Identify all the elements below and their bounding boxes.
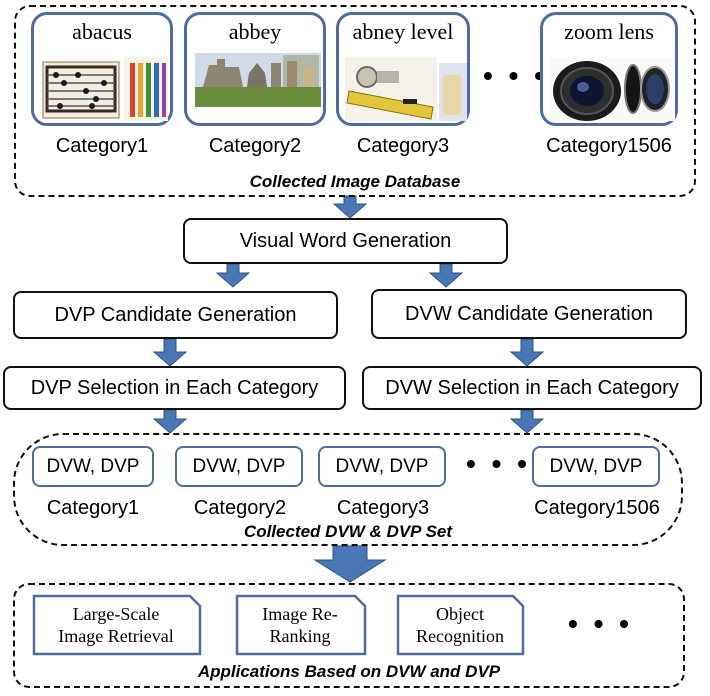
category-label: Category2 [193, 497, 287, 519]
visual-word-generation-box: Visual Word Generation [183, 218, 508, 264]
card-title: abacus [72, 19, 132, 44]
tag-shape [396, 594, 525, 656]
dvp-candidate-generation-box: DVP Candidate Generation [13, 291, 338, 339]
arrow-down-icon [509, 409, 545, 434]
category-card-abbey: abbey [184, 12, 326, 126]
ellipsis: • • • [466, 448, 531, 479]
applications-region [13, 583, 685, 688]
region-caption: Collected Image Database [249, 172, 461, 191]
application-line: Recognition [416, 626, 504, 646]
category-label: Category3 [336, 497, 430, 519]
big-arrow-down-icon [313, 545, 387, 583]
dvw-selection-box: DVW Selection in Each Category [362, 366, 702, 410]
category-label: Category2 [208, 135, 302, 157]
ellipsis: • • • [483, 60, 548, 91]
arrow-down-icon [332, 195, 368, 219]
category-card-abacus: abacus [31, 12, 173, 126]
ellipsis: • • • [568, 608, 633, 639]
arrow-down-icon [152, 338, 188, 367]
zoom-lens-photo-icon [549, 57, 675, 121]
tag-shape [32, 594, 202, 656]
arrow-down-icon [509, 338, 545, 367]
image-database-region [14, 5, 696, 197]
application-tag: Object Recognition [400, 600, 520, 650]
abacus-photo-icon [42, 57, 168, 121]
application-tag: Large-Scale Image Retrieval [36, 600, 196, 650]
dvw-dvp-pill: DVW, DVP [175, 446, 303, 487]
tag-shape [235, 594, 367, 656]
application-line: Image Re- [262, 604, 338, 624]
arrow-down-icon [215, 263, 251, 288]
region-caption: Applications Based on DVW and DVP [197, 662, 501, 681]
arrow-down-icon [152, 409, 188, 434]
category-label: Category1506 [546, 135, 672, 157]
category-label: Category3 [356, 135, 450, 157]
category-label: Category1 [55, 135, 149, 157]
dvw-candidate-generation-box: DVW Candidate Generation [371, 289, 687, 339]
card-title: abney level [352, 19, 454, 44]
abney-level-photo-icon [345, 57, 467, 121]
card-title: abbey [228, 19, 282, 44]
category-label: Category1 [46, 497, 140, 519]
region-caption: Collected DVW & DVP Set [243, 522, 453, 541]
application-line: Image Retrieval [58, 626, 174, 646]
dvw-dvp-pill: DVW, DVP [32, 446, 154, 487]
application-line: Ranking [269, 626, 331, 646]
dvw-dvp-set-region [13, 433, 683, 546]
arrow-down-icon [428, 263, 464, 288]
dvp-selection-box: DVP Selection in Each Category [3, 366, 346, 410]
dvw-dvp-pill: DVW, DVP [532, 446, 660, 487]
abbey-photo-icon [195, 53, 321, 107]
dvw-dvp-pill: DVW, DVP [318, 446, 446, 487]
application-tag: Image Re- Ranking [239, 600, 361, 650]
application-line: Large-Scale [72, 604, 160, 624]
category-label: Category1506 [534, 497, 660, 519]
card-title: zoom lens [564, 19, 654, 44]
category-card-zoom-lens: zoom lens [540, 12, 678, 126]
application-line: Object [436, 604, 484, 624]
category-card-abney-level: abney level [336, 12, 470, 126]
